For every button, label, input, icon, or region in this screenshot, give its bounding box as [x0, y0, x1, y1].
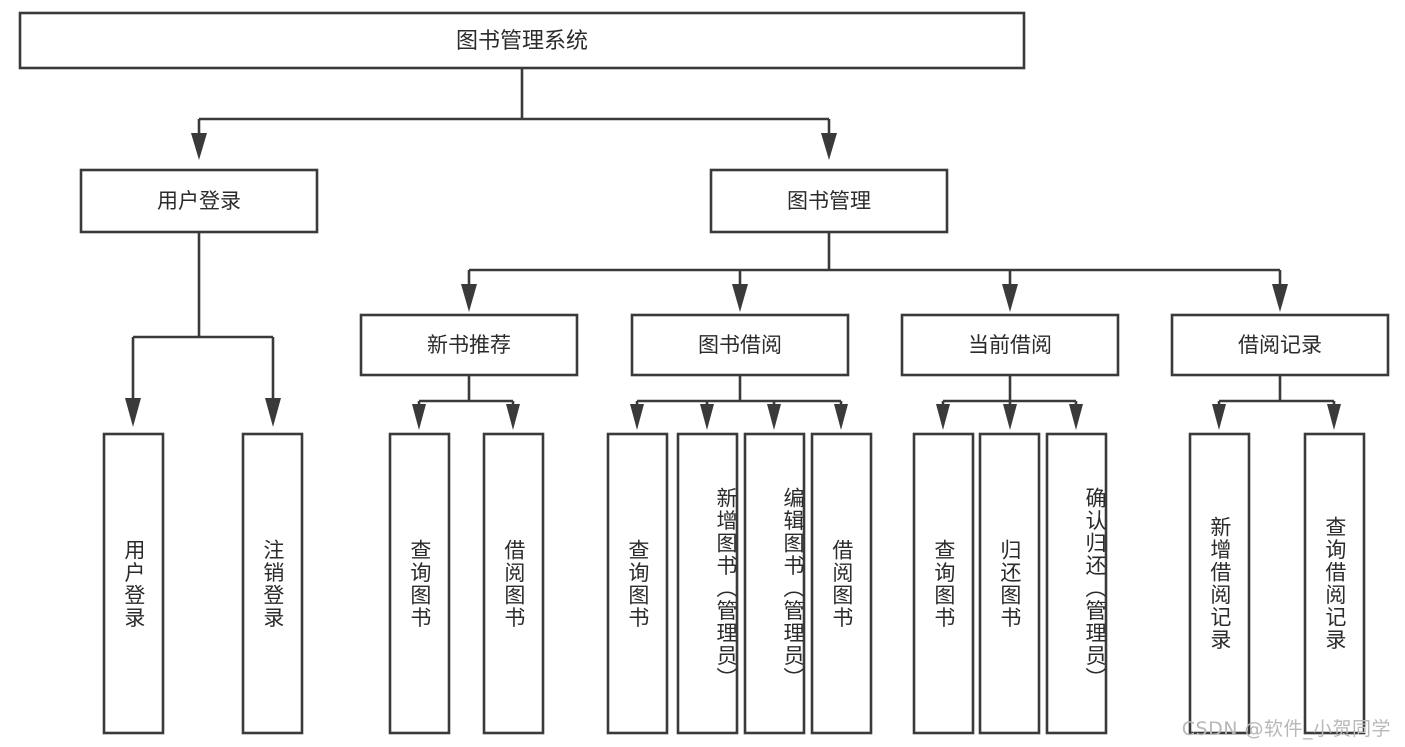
arrow-head-icon [461, 284, 477, 312]
node-new-book-recommend[interactable]: 新书推荐 [359, 313, 579, 377]
node-borrow-record[interactable]: 借阅记录 [1170, 313, 1390, 377]
leaf-box[interactable] [1045, 432, 1108, 735]
leaf-box[interactable] [606, 432, 669, 735]
node-borrow-record-label: 借阅记录 [1238, 333, 1322, 357]
node-root[interactable]: 图书管理系统 [18, 11, 1026, 70]
arrow-head-icon [125, 398, 141, 427]
node-book-borrow[interactable]: 图书借阅 [630, 313, 850, 377]
leaf-box[interactable] [1303, 432, 1366, 735]
connector-book-borrow-to-leaves [630, 375, 848, 430]
node-current-borrow[interactable]: 当前借阅 [900, 313, 1120, 377]
arrow-head-icon [821, 133, 837, 160]
node-root-label: 图书管理系统 [456, 29, 588, 54]
node-current-borrow-label: 当前借阅 [968, 333, 1052, 357]
leaf-box[interactable] [978, 432, 1041, 735]
arrow-head-icon [1327, 404, 1341, 430]
arrow-head-icon [265, 398, 281, 427]
arrow-head-icon [936, 404, 950, 430]
connector-root-to-level2 [191, 68, 837, 160]
arrow-head-icon [1003, 404, 1017, 430]
node-new-book-recommend-label: 新书推荐 [427, 333, 511, 357]
arrow-head-icon [732, 284, 748, 312]
connector-user-login-to-leaves [125, 232, 281, 427]
node-book-management-label: 图书管理 [787, 189, 871, 213]
arrow-head-icon [767, 404, 781, 430]
connector-current-borrow-to-leaves [936, 375, 1083, 430]
arrow-head-icon [1002, 284, 1018, 312]
arrow-head-icon [412, 404, 426, 430]
arrow-head-icon [1272, 284, 1288, 312]
connector-borrow-record-to-leaves [1212, 375, 1341, 430]
leaf-box[interactable] [241, 432, 304, 735]
arrow-head-icon [700, 404, 714, 430]
leaf-box[interactable] [482, 432, 545, 735]
node-user-login[interactable]: 用户登录 [79, 168, 319, 234]
leaf-box[interactable] [743, 432, 806, 735]
node-book-borrow-label: 图书借阅 [698, 333, 782, 357]
arrow-head-icon [630, 404, 644, 430]
arrow-head-icon [1069, 404, 1083, 430]
arrow-head-icon [1212, 404, 1226, 430]
connector-book-management-to-level3 [461, 232, 1288, 312]
leaf-box[interactable] [676, 432, 739, 735]
node-book-management[interactable]: 图书管理 [709, 168, 949, 234]
arrow-head-icon [191, 133, 207, 160]
leaf-box[interactable] [102, 432, 165, 735]
leaf-box[interactable] [912, 432, 975, 735]
leaf-box[interactable] [1188, 432, 1251, 735]
arrow-head-icon [834, 404, 848, 430]
leaf-box[interactable] [810, 432, 873, 735]
connector-new-book-recommend-to-leaves [412, 375, 520, 430]
leaf-box[interactable] [388, 432, 451, 735]
arrow-head-icon [506, 404, 520, 430]
node-user-login-label: 用户登录 [157, 189, 241, 213]
watermark: CSDN @软件_小贺同学 [1181, 718, 1391, 740]
